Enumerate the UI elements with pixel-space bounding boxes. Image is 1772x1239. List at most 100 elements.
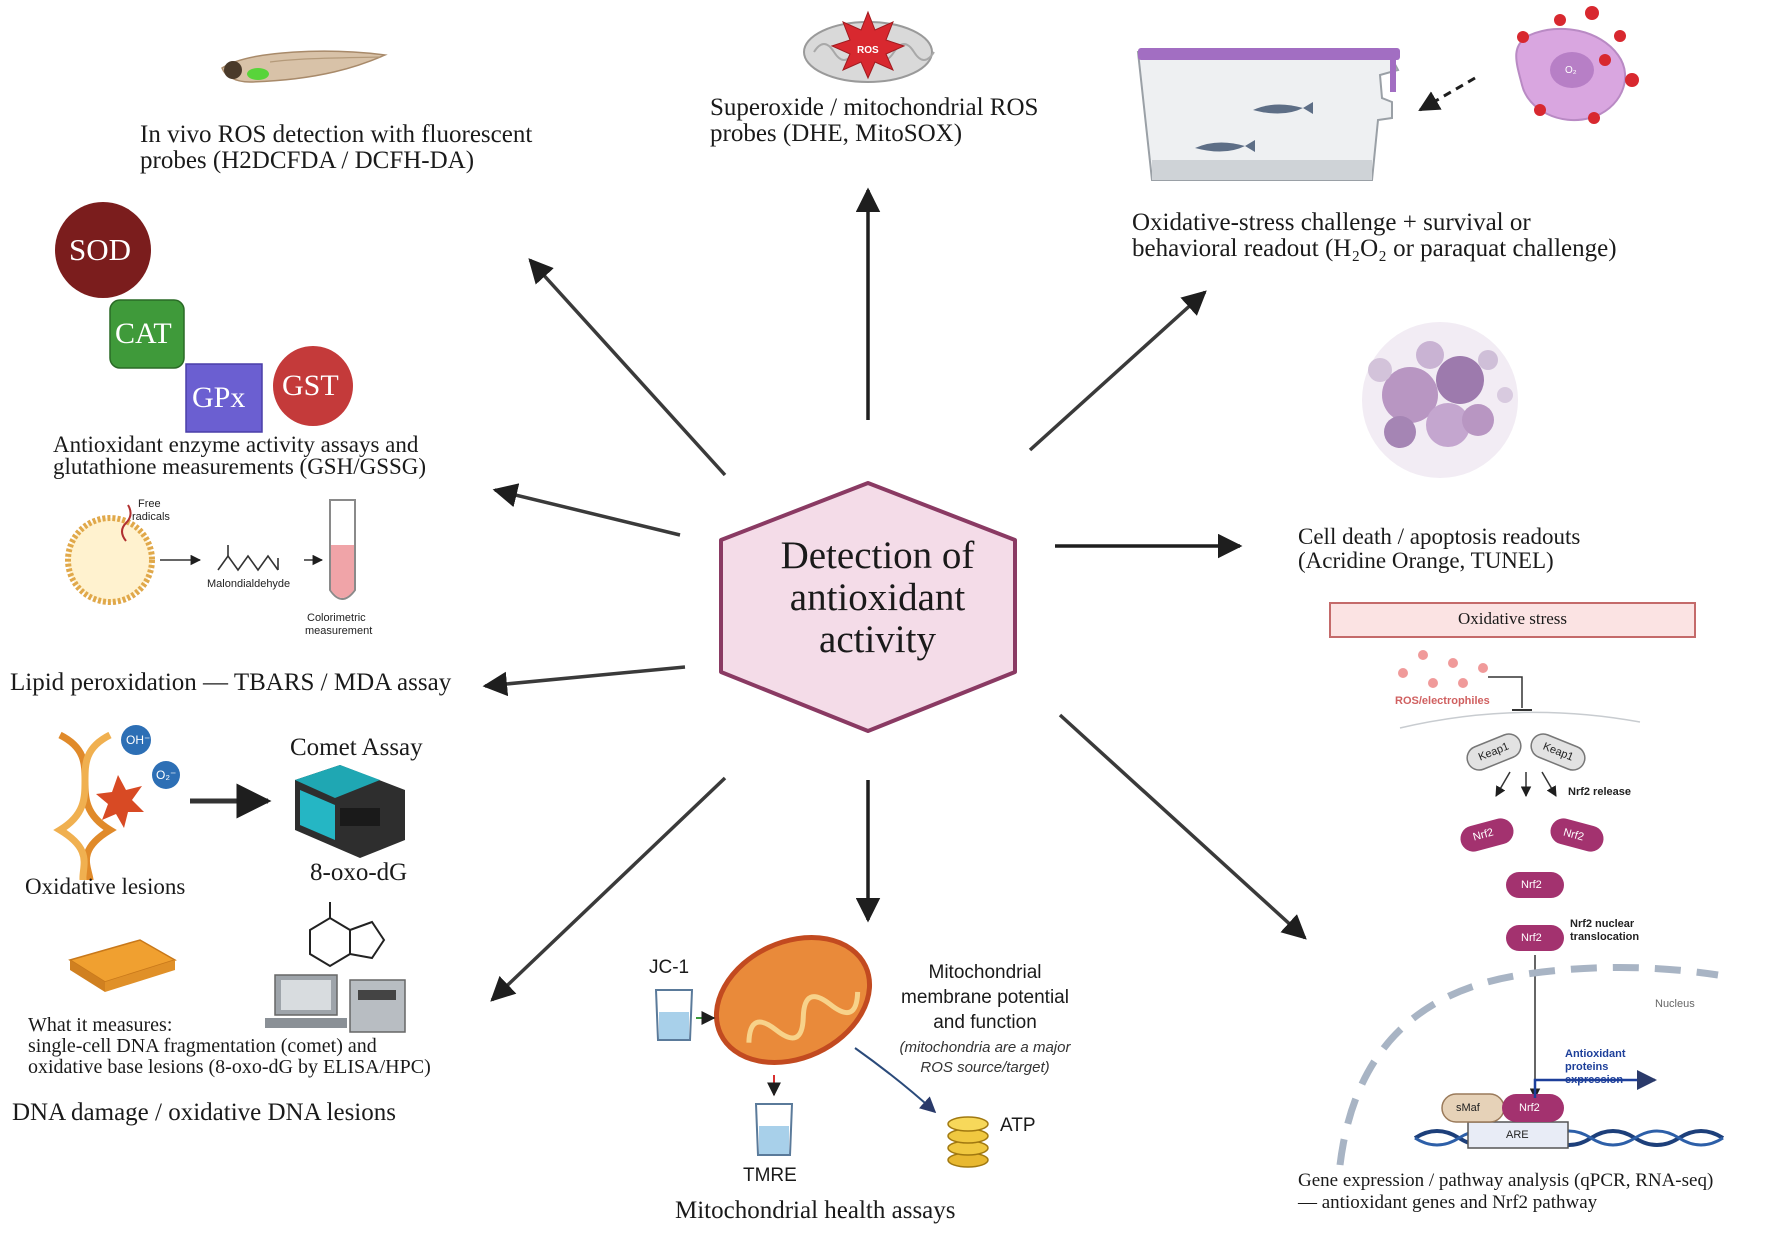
oxidative-stress-header: Oxidative stress [1457, 609, 1568, 628]
mitochondria-health-graphic [654, 935, 989, 1168]
cat-label: CAT [115, 317, 172, 350]
gene-expression-label-1: Gene expression / pathway analysis (qPCR… [1298, 1170, 1714, 1191]
ros-electrophiles-label: ROS/electrophiles [1395, 695, 1490, 707]
antioxidant-proteins-label-2: proteins [1565, 1061, 1609, 1073]
are-box [1467, 1121, 1569, 1149]
o2-radical-icon [152, 761, 180, 789]
oxo-dg-label: 8-oxo-dG [310, 859, 408, 886]
mito-note-line-1: (mitochondria are a major [899, 1039, 1071, 1056]
nrf2-nuclear-label-2: translocation [1570, 931, 1640, 943]
arrow-to-nrf2 [1058, 713, 1307, 940]
mda-label: Malondialdehyde [207, 578, 291, 590]
keap1-left-icon [1466, 733, 1522, 771]
arrow-to-enzymes [492, 483, 681, 537]
comet-instrument-icon [295, 765, 405, 858]
nrf2-left-icon [1460, 818, 1514, 852]
keap1-right-icon [1530, 733, 1586, 771]
free-radicals-label-1: Free [138, 498, 161, 510]
lipid-peroxidation-label: Lipid peroxidation — TBARS / MDA assay [10, 669, 452, 696]
mito-title-line-3: and function [933, 1012, 1037, 1033]
computer-icon [265, 974, 406, 1033]
enzyme-assay-label-1: Antioxidant enzyme activity assays and [53, 432, 419, 457]
cat-badge [109, 299, 185, 369]
comet-assay-label: Comet Assay [290, 734, 423, 761]
stress-cell-label: O₂ [1565, 65, 1577, 76]
apoptosis-label-2: (Acridine Orange, TUNEL) [1298, 548, 1554, 573]
nucleus-label: Nucleus [1655, 998, 1695, 1010]
lipid-peroxidation-graphic [65, 499, 356, 605]
liposome-icon [65, 515, 155, 605]
nrf2-release-label: Nrf2 release [1568, 786, 1631, 798]
oh-radical-icon [121, 725, 151, 755]
gene-expression-label-2: — antioxidant genes and Nrf2 pathway [1298, 1192, 1598, 1213]
center-hexagon [719, 481, 1017, 733]
mito-membrane-title: Mitochondrial membrane potential and fun… [890, 960, 1080, 1035]
nrf2-center-icon [1506, 872, 1564, 898]
apoptosis-label-1: Cell death / apoptosis readouts [1298, 524, 1581, 549]
well-plate-icon [68, 939, 177, 992]
gpx-label: GPx [192, 381, 246, 414]
colorimetric-label-1: Colorimetric [307, 612, 366, 624]
center-title: Detection of antioxidant activity [735, 535, 1020, 661]
are-label: ARE [1506, 1129, 1529, 1141]
nrf2-bound-label: Nrf2 [1519, 1102, 1540, 1114]
dna-damage-label: DNA damage / oxidative DNA lesions [12, 1099, 396, 1126]
gst-badge [273, 346, 353, 426]
ros-burst-icon [830, 10, 906, 80]
mito-note-line-2: ROS source/target) [920, 1059, 1050, 1076]
nrf2-translocation-node-label: Nrf2 [1521, 932, 1542, 944]
mito-health-label: Mitochondrial health assays [675, 1197, 956, 1224]
atp-label: ATP [1000, 1115, 1036, 1136]
atp-coins-icon [947, 1116, 989, 1168]
colorimetric-label-2: measurement [305, 625, 373, 637]
stress-cell-icon [1515, 6, 1639, 124]
stress-challenge-label-1: Oxidative-stress challenge + survival or [1132, 209, 1531, 236]
nrf2-nuclear-label-1: Nrf2 nuclear [1570, 918, 1635, 930]
center-title-line-2: antioxidant [789, 576, 966, 619]
mito-title-line-2: membrane potential [901, 987, 1069, 1008]
antioxidant-proteins-label-3: expression [1565, 1074, 1624, 1086]
enzyme-assay-label-2: glutathione measurements (GSH/GSSG) [53, 454, 427, 479]
nrf2-center-label: Nrf2 [1521, 879, 1542, 891]
center-title-line-3: activity [819, 618, 936, 661]
apoptotic-cell-icon [1362, 322, 1518, 478]
free-radicals-label-2: radicals [132, 511, 170, 523]
in-vivo-ros-label-2: probes (H2DCFDA / DCFH-DA) [140, 147, 475, 174]
dna-damage-graphic [52, 725, 406, 1033]
mito-ros-label-2: probes (DHE, MitoSOX) [710, 120, 963, 147]
antioxidant-proteins-label-1: Antioxidant [1565, 1048, 1626, 1060]
oxidative-lesions-label: Oxidative lesions [25, 874, 186, 899]
gpx-badge [185, 363, 263, 433]
o2-radical-label: O₂⁻ [156, 768, 177, 782]
in-vivo-ros-label-1: In vivo ROS detection with fluorescent [140, 121, 533, 148]
mitochondrion-ros-icon [803, 10, 935, 83]
oxidative-stress-header-box [1329, 602, 1696, 638]
oh-radical-label: OH⁻ [126, 733, 151, 747]
mitochondrion-icon [713, 935, 873, 1065]
arrow-to-stress-challenge [1028, 290, 1207, 452]
mito-title-line-1: Mitochondrial [928, 962, 1042, 983]
what-it-measures-label: What it measures: [28, 1014, 173, 1036]
sod-badge [55, 202, 151, 298]
smaf-label: sMaf [1456, 1102, 1480, 1114]
nrf2-right-icon [1550, 818, 1604, 852]
mito-note: (mitochondria are a major ROS source/tar… [880, 1038, 1090, 1078]
oxo-dg-structure-icon [309, 902, 386, 968]
mito-ros-label-1: Superoxide / mitochondrial ROS [710, 94, 1039, 121]
dashed-arrow-into-tank [1418, 76, 1476, 112]
center-title-line-1: Detection of [780, 534, 975, 577]
arrow-to-lipid [482, 665, 686, 697]
what-it-measures-line-2: single-cell DNA fragmentation (comet) an… [28, 1035, 377, 1057]
nuclear-envelope [1336, 964, 1719, 1166]
tmre-label: TMRE [743, 1165, 797, 1186]
arrow-to-in-vivo-ros [528, 258, 727, 477]
what-it-measures-line-3: oxidative base lesions (8-oxo-dG by ELIS… [28, 1056, 431, 1078]
arrow-to-dna [490, 776, 727, 1002]
sod-label: SOD [69, 232, 132, 267]
ros-badge-label: ROS [857, 45, 879, 56]
label-backdrop [52, 880, 222, 935]
nrf2-pathway-graphic [1329, 602, 1725, 1166]
dna-strand [1413, 1129, 1725, 1147]
